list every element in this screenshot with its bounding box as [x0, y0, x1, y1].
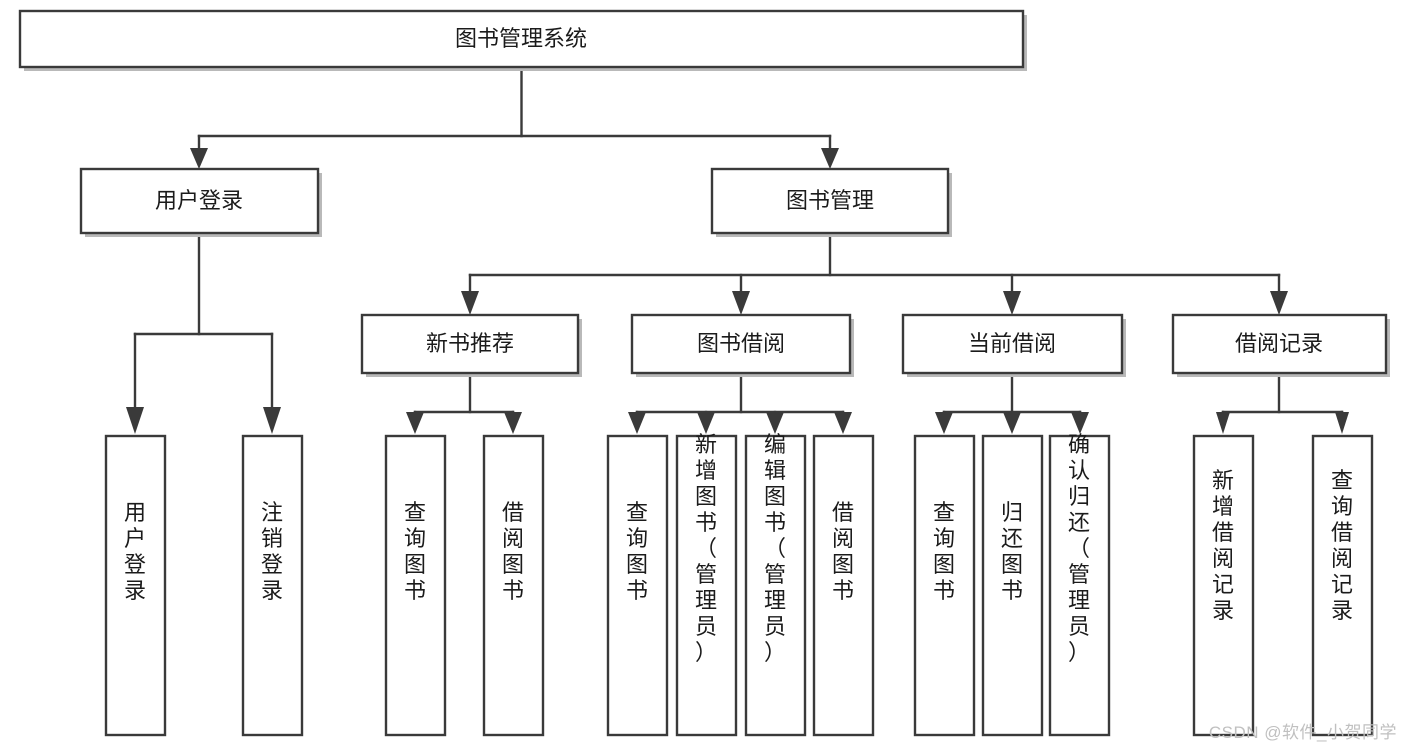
leaf-node-query-record[interactable]: 查询借阅记录 — [1311, 434, 1374, 737]
arrowhead-current-borrow — [1003, 291, 1021, 315]
arrowhead-leaf-add-record — [1216, 412, 1230, 434]
leaf-box-logout[interactable] — [241, 434, 304, 737]
leaf-label-confirm-return: 确认归还（管理员） — [1068, 432, 1090, 665]
leaf-box-query-book-b[interactable] — [606, 434, 669, 737]
user-login-label: 用户登录 — [155, 188, 243, 213]
leaf-label-query-book-a: 查询图书 — [404, 500, 426, 603]
book-management-label: 图书管理 — [786, 188, 874, 213]
connectors-layer — [126, 65, 1349, 434]
leaf-node-confirm-return[interactable]: 确认归还（管理员） — [1048, 432, 1111, 737]
arrowhead-new-book-rec — [461, 291, 479, 315]
leaf-label-logout: 注销登录 — [261, 500, 283, 603]
new-book-recommend-label: 新书推荐 — [426, 331, 514, 356]
leaf-node-return-book[interactable]: 归还图书 — [981, 434, 1044, 737]
arrowhead-leaf-query-book-b — [628, 412, 646, 434]
borrow-record-label: 借阅记录 — [1235, 331, 1323, 356]
leaf-label-return-book: 归还图书 — [1001, 500, 1023, 603]
leaf-node-logout[interactable]: 注销登录 — [241, 434, 304, 737]
leaf-box-borrow-book-b[interactable] — [812, 434, 875, 737]
book-management-box[interactable] — [710, 167, 950, 235]
borrow-record-box[interactable] — [1171, 313, 1388, 375]
leaf-box-edit-book[interactable] — [744, 434, 807, 737]
node-root[interactable]: 图书管理系统 — [18, 9, 1027, 71]
leaf-node-query-book-c[interactable]: 查询图书 — [913, 434, 976, 737]
arrowhead-borrow-record — [1270, 291, 1288, 315]
node-book-borrow[interactable]: 图书借阅 — [630, 313, 854, 377]
leaf-node-user-login[interactable]: 用户登录 — [104, 434, 167, 737]
leaf-label-query-book-c: 查询图书 — [933, 500, 955, 603]
arrowhead-user-login — [190, 148, 208, 169]
leaf-label-borrow-book-b: 借阅图书 — [832, 500, 854, 603]
arrowhead-leaf-confirm-return — [1071, 412, 1089, 434]
arrowhead-book-borrow — [732, 291, 750, 315]
book-borrow-label: 图书借阅 — [697, 331, 785, 356]
leaf-node-borrow-book-b[interactable]: 借阅图书 — [812, 434, 875, 737]
arrowhead-leaf-query-book-a — [406, 412, 424, 434]
leaf-label-user-login: 用户登录 — [124, 500, 146, 603]
leaf-box-confirm-return[interactable] — [1048, 434, 1111, 737]
leaf-nodes-layer: 用户登录 注销登录 查询图书 借阅图书 查询图书 — [104, 432, 1374, 737]
node-new-book-recommend[interactable]: 新书推荐 — [360, 313, 582, 377]
root-box[interactable] — [18, 9, 1025, 69]
node-borrow-record[interactable]: 借阅记录 — [1171, 313, 1390, 377]
leaf-box-add-book[interactable] — [675, 434, 738, 737]
leaf-node-query-book-b[interactable]: 查询图书 — [606, 434, 669, 737]
new-book-recommend-box[interactable] — [360, 313, 580, 375]
arrowhead-leaf-edit-book — [766, 412, 784, 434]
leaf-label-query-record: 查询借阅记录 — [1331, 468, 1353, 623]
current-borrow-box[interactable] — [901, 313, 1124, 375]
leaf-box-query-book-a[interactable] — [384, 434, 447, 737]
book-borrow-box[interactable] — [630, 313, 852, 375]
root-label: 图书管理系统 — [455, 26, 587, 51]
leaf-label-add-book: 新增图书（管理员） — [695, 432, 717, 665]
leaf-box-query-book-c[interactable] — [913, 434, 976, 737]
leaf-label-borrow-book-a: 借阅图书 — [502, 500, 524, 603]
leaf-box-user-login[interactable] — [104, 434, 167, 737]
node-current-borrow[interactable]: 当前借阅 — [901, 313, 1126, 377]
leaf-label-query-book-b: 查询图书 — [626, 500, 648, 603]
leaf-box-add-record[interactable] — [1192, 434, 1255, 737]
leaf-node-add-book[interactable]: 新增图书（管理员） — [675, 432, 738, 737]
arrowhead-leaf-return-book — [1003, 412, 1021, 434]
arrowhead-book-mgmt — [821, 148, 839, 169]
leaf-label-edit-book: 编辑图书（管理员） — [764, 432, 786, 665]
arrowhead-leaf-user-login — [126, 407, 144, 434]
arrowhead-leaf-borrow-book-a — [504, 412, 522, 434]
user-login-box[interactable] — [79, 167, 320, 235]
leaf-box-return-book[interactable] — [981, 434, 1044, 737]
leaf-box-query-record[interactable] — [1311, 434, 1374, 737]
leaf-node-borrow-book-a[interactable]: 借阅图书 — [482, 434, 545, 737]
arrowhead-leaf-query-record — [1335, 412, 1349, 434]
leaf-box-borrow-book-a[interactable] — [482, 434, 545, 737]
arrowhead-leaf-query-book-c — [935, 412, 953, 434]
leaf-label-add-record: 新增借阅记录 — [1212, 468, 1234, 623]
arrowhead-leaf-add-book — [697, 412, 715, 434]
current-borrow-label: 当前借阅 — [968, 331, 1056, 356]
leaf-node-add-record[interactable]: 新增借阅记录 — [1192, 434, 1255, 737]
arrowhead-leaf-logout — [263, 407, 281, 434]
arrowhead-leaf-borrow-book-b — [834, 412, 852, 434]
node-book-management[interactable]: 图书管理 — [710, 167, 952, 237]
node-user-login[interactable]: 用户登录 — [79, 167, 322, 237]
leaf-node-query-book-a[interactable]: 查询图书 — [384, 434, 447, 737]
leaf-node-edit-book[interactable]: 编辑图书（管理员） — [744, 432, 807, 737]
